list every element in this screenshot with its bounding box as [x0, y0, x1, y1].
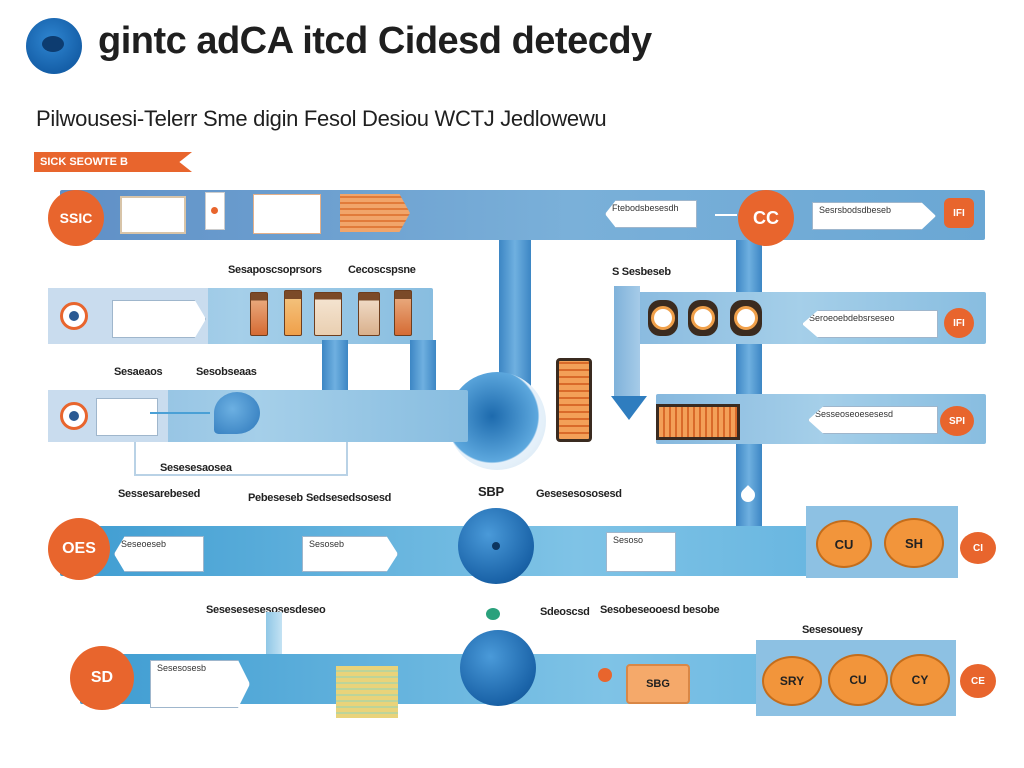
row1-document-icon — [120, 196, 186, 234]
row5-oval-a-label: SRY — [779, 674, 805, 688]
row1-small-card-icon — [205, 192, 225, 230]
row1-doc-stack-icon — [253, 194, 321, 234]
row4-oval-a-label: CU — [834, 536, 854, 552]
row4-end-label: CI — [973, 542, 983, 554]
row4-label-e: Gesesesososesd — [536, 488, 622, 500]
row5-red-dot-icon — [598, 668, 612, 682]
row1-tag-left: Ftebodsbesesdh — [605, 200, 697, 228]
row5-label-a: Sesesesesesosesdeseo — [206, 604, 326, 616]
row4-tag-c: Sesoso — [606, 532, 676, 572]
row5-label-b: Sesobeseooesd besobe — [600, 604, 720, 616]
row3-flask-icon — [214, 392, 260, 434]
row3-connector — [150, 412, 210, 414]
row1-mid-label: CC — [753, 207, 779, 228]
row2-vial-1-icon — [250, 292, 268, 336]
row2-vial-4-icon — [358, 292, 380, 336]
row5-oval-c-label: CY — [911, 673, 929, 687]
section-banner: SICK SEOWTE B — [34, 152, 192, 172]
row1-end-label: IFI — [953, 207, 965, 219]
row4-tag-a: Seseoeseb — [114, 536, 204, 572]
section-banner-label: SICK SEOWTE B — [40, 156, 129, 168]
row2-node-icon[interactable] — [60, 302, 88, 330]
row5-start-node[interactable]: SD — [70, 646, 134, 710]
row5-end-label: CE — [971, 675, 985, 687]
row5-start-label: SD — [90, 669, 114, 686]
row3-end-node[interactable]: SPI — [940, 406, 974, 436]
row2-gauge-2-icon — [688, 300, 718, 336]
row4-tag-b: Sesoseb — [302, 536, 398, 572]
row1-tag-right: Sesrsbodsdbeseb — [812, 202, 936, 230]
row1-end-node[interactable]: IFI — [944, 198, 974, 228]
row4-center-ball[interactable] — [458, 508, 534, 584]
row5-label-c: Sdeoscsd — [540, 606, 590, 618]
row2-right-connector — [614, 286, 640, 396]
row2-end-label: IFI — [953, 317, 965, 329]
row2-label-a: Sesaposcsoprsors — [228, 264, 322, 276]
row1-start-node[interactable]: SSIC — [48, 190, 104, 246]
page-title: gintc adCA itcd Cidesd detecdy — [98, 20, 652, 62]
row3-label-b: Sesobseaas — [196, 366, 257, 378]
row3-label-a: Sesaeaos — [114, 366, 163, 378]
row3-tag-right: Sesseoseoesesesd — [808, 406, 938, 434]
row5-label-d: Sesesouesy — [802, 624, 863, 636]
logo-circle — [26, 18, 82, 74]
row2-top-right-label: S Sesbeseb — [612, 266, 671, 278]
row2-vial-3-icon — [314, 292, 342, 336]
row3-node-icon[interactable] — [60, 402, 88, 430]
row3-gauge-bar-icon — [656, 404, 740, 440]
row3-return-line — [134, 442, 348, 476]
row2-tag-right: Seroeoebdebsrseseo — [802, 310, 938, 338]
row5-box-label: SBG — [646, 678, 670, 690]
row3-battery-icon — [556, 358, 592, 442]
row3-end-label: SPI — [948, 415, 966, 427]
row5-oval-c[interactable]: CY — [890, 654, 950, 706]
row2-vial-5-icon — [394, 290, 412, 336]
row4-label-c: Sedsesedsosesd — [306, 492, 392, 504]
page-subtitle: Pilwousesi-Telerr Sme digin Fesol Desiou… — [36, 106, 607, 131]
row1-start-label: SSIC — [59, 210, 93, 226]
row5-oval-b-label: CU — [849, 673, 867, 687]
row5-oval-b[interactable]: CU — [828, 654, 888, 706]
row5-cube-icon — [336, 666, 398, 718]
row2-gauge-3-icon — [730, 300, 762, 336]
row2-vial-2-icon — [284, 290, 302, 336]
row2-label-b: Cecoscspsne — [348, 264, 416, 276]
row4-label-a: Sessesarebesed — [118, 488, 201, 500]
row4-start-node[interactable]: OES — [48, 518, 110, 580]
row5-end-node[interactable]: CE — [960, 664, 996, 698]
row2-note — [112, 300, 206, 338]
row4-start-label: OES — [62, 540, 96, 557]
row4-label-b: Pebeseseb — [248, 492, 303, 504]
row4-oval-b-label: SH — [904, 535, 924, 551]
row5-center-ball[interactable] — [460, 630, 536, 706]
row3-note — [96, 398, 158, 436]
row5-oval-a[interactable]: SRY — [762, 656, 822, 706]
row4-label-d: SBP — [478, 484, 504, 499]
row5-tag-a: Sesesosesb — [150, 660, 250, 708]
row2-end-node[interactable]: IFI — [944, 308, 974, 338]
row2-right-arrow-icon — [611, 396, 647, 420]
row1-mid-node[interactable]: CC — [738, 190, 794, 246]
row3-label-c: Sesesesaosea — [160, 462, 232, 474]
row4-oval-b[interactable]: SH — [884, 518, 944, 568]
row1-orange-folder-icon — [340, 194, 410, 232]
row5-pin-icon — [486, 608, 500, 620]
row4-oval-a[interactable]: CU — [816, 520, 872, 568]
row5-box[interactable]: SBG — [626, 664, 690, 704]
row4-end-node[interactable]: CI — [960, 532, 996, 564]
row1-connector — [715, 214, 737, 216]
row2-gauge-1-icon — [648, 300, 678, 336]
